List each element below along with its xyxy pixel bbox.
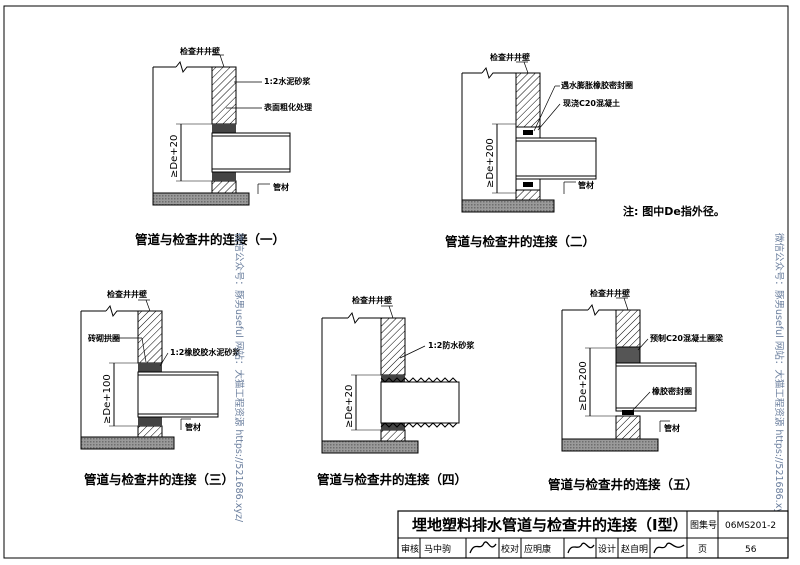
- label-pipe-1: 管材: [273, 182, 289, 192]
- figure-3: ≥De+100 检查井井壁 砖砌拱圈 1:2橡胶胶水泥砂浆 管材 管道与检查井的…: [80, 289, 241, 487]
- caption-3: 管道与检查井的连接（三）: [84, 472, 234, 487]
- label-brick-3: 砖砌拱圈: [88, 333, 120, 343]
- label-seal-2: 遇水膨胀橡胶密封圈: [561, 80, 633, 90]
- mortar-top-3: [138, 363, 162, 372]
- dim-5: ≥De+200: [578, 361, 589, 411]
- ground-5: [561, 438, 659, 452]
- wall-lower-3: [137, 425, 163, 438]
- label-wall-1: 检查井井壁: [180, 46, 220, 56]
- drawing-title: 埋地塑料排水管道与检查井的连接（Ⅰ型）: [412, 516, 688, 534]
- wall-lower-2: [515, 189, 541, 201]
- check-label: 校对: [501, 543, 519, 555]
- wall-upper-4: [380, 317, 406, 376]
- checker-signature: [567, 542, 595, 554]
- label-wall-3: 检查井井壁: [107, 289, 147, 299]
- dim-3: ≥De+100: [102, 374, 113, 424]
- mortar-bottom-1: [212, 172, 236, 181]
- seal-bottom-2: [523, 182, 533, 187]
- ground-1: [152, 192, 250, 206]
- label-pipe-5: 管材: [664, 423, 680, 433]
- designer-name: 赵自明: [621, 543, 648, 555]
- mortar-bottom-4: [381, 423, 405, 430]
- wall-lower-1: [211, 180, 237, 194]
- wall-lower-5: [615, 415, 641, 440]
- pipe-1: [211, 132, 291, 173]
- caption-2: 管道与检查井的连接（二）: [445, 234, 595, 249]
- note-text: 注: 图中De指外径。: [623, 204, 725, 218]
- wall-upper-3: [137, 310, 163, 364]
- dim-1: ≥De+20: [169, 135, 180, 178]
- ground-3: [80, 436, 175, 450]
- label-roughen-1: 表面粗化处理: [263, 102, 312, 112]
- mortar-top-4: [381, 375, 405, 382]
- label-mortar-1: 1:2水泥砂浆: [264, 76, 311, 86]
- dim-2: ≥De+200: [485, 138, 496, 188]
- seal-bottom-5: [622, 410, 634, 415]
- precast-beam-5: [615, 346, 641, 364]
- wall-upper-5: [615, 309, 641, 348]
- figure-1: ≥De+20 检查井井壁 1:2水泥砂浆 表面粗化处理 管材 管道与检查井的连接…: [135, 46, 312, 247]
- watermark-right: 微信公众号：豚男useful 网站：大猫工程资源 https://521686.…: [773, 233, 785, 523]
- reviewer-signature: [469, 541, 497, 554]
- label-pipe-3: 管材: [185, 422, 201, 432]
- figure-5: ≥De+200 检查井井壁 预制C20混凝土圈梁 橡胶密封圈 管材 管道与检查井…: [548, 288, 724, 492]
- seal-top-2: [523, 130, 533, 135]
- pipe-4: [380, 381, 460, 424]
- ground-2: [461, 199, 555, 213]
- mortar-top-1: [212, 124, 236, 133]
- sheet-frame: [3, 5, 789, 559]
- pipe-5: [615, 362, 697, 412]
- corrugation-bottom-4: [380, 422, 458, 428]
- title-block: 埋地塑料排水管道与检查井的连接（Ⅰ型） 图集号 06MS201-2 审核 马中驹…: [397, 510, 789, 559]
- designer-signature: [653, 542, 685, 554]
- checker-name: 应明康: [524, 543, 551, 555]
- design-label: 设计: [598, 543, 616, 555]
- page-label: 页: [698, 544, 707, 555]
- review-label: 审核: [401, 543, 419, 555]
- pipe-2: [515, 137, 597, 180]
- label-wall-2: 检查井井壁: [490, 52, 530, 62]
- figure-4: ≥De+20 检查井井壁 1:2防水砂浆 管道与检查井的连接（四）: [317, 295, 475, 487]
- wall-lower-4: [380, 429, 406, 442]
- corrugation-top-4: [380, 377, 458, 383]
- label-pipe-2: 管材: [578, 180, 594, 190]
- label-rubber-mortar-3: 1:2橡胶胶水泥砂浆: [170, 347, 241, 357]
- pipe-3: [137, 371, 219, 418]
- caption-1: 管道与检查井的连接（一）: [135, 232, 285, 247]
- figure-2: ≥De+200 检查井井壁 遇水膨胀橡胶密封圈 现浇C20混凝土 管材 管道与检…: [445, 52, 633, 249]
- watermark-left: 微信公众号：豚男useful 网站：大猫工程资源 https://521686.…: [233, 233, 245, 523]
- caption-4: 管道与检查井的连接（四）: [317, 472, 467, 487]
- dim-4: ≥De+20: [344, 385, 355, 428]
- atlas-label: 图集号: [690, 519, 717, 531]
- atlas-number: 06MS201-2: [725, 521, 776, 531]
- label-rubber-ring-5: 橡胶密封圈: [652, 386, 692, 396]
- caption-5: 管道与检查井的连接（五）: [548, 477, 698, 492]
- label-wall-5: 检查井井壁: [590, 288, 630, 298]
- label-precast-5: 预制C20混凝土圈梁: [650, 333, 724, 343]
- ground-4: [321, 440, 419, 454]
- label-waterproof-4: 1:2防水砂浆: [428, 340, 475, 350]
- reviewer-name: 马中驹: [424, 543, 451, 555]
- wall-upper-2: [515, 72, 541, 128]
- label-wall-4: 检查井井壁: [352, 295, 392, 305]
- wall-upper-1: [211, 66, 237, 125]
- mortar-bottom-3: [138, 417, 162, 426]
- label-c20-2: 现浇C20混凝土: [563, 98, 620, 108]
- page-number: 56: [745, 545, 757, 555]
